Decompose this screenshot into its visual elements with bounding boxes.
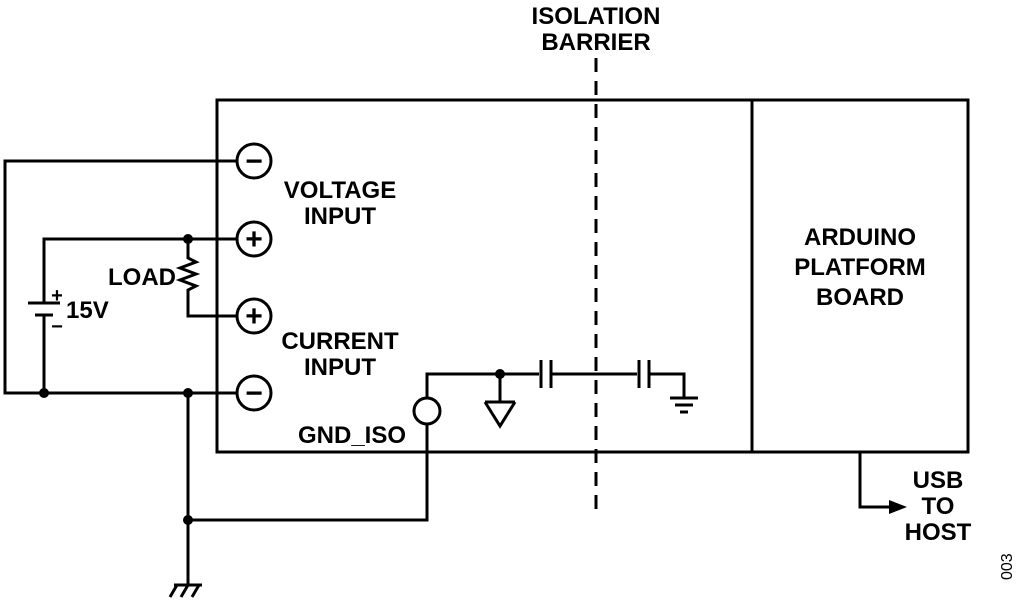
gnd-iso-label: GND_ISO — [298, 422, 406, 449]
svg-text:−: − — [245, 145, 263, 178]
battery-minus-label: − — [51, 316, 63, 338]
earth-ground-icon — [168, 583, 202, 598]
voltage-input-label-line2: INPUT — [304, 203, 376, 230]
current-pos-terminal: + — [235, 297, 273, 335]
battery-plus-label: + — [51, 285, 63, 307]
isolated-ground-icon — [483, 400, 517, 429]
chassis-ground-icon — [670, 396, 698, 414]
junction-dot — [495, 369, 505, 379]
arduino-label-line2: PLATFORM — [794, 254, 926, 281]
arduino-label-line3: BOARD — [816, 284, 904, 311]
voltage-input-label-line1: VOLTAGE — [284, 177, 396, 204]
chassis-ground-wire — [649, 372, 686, 398]
gnd-iso-terminal — [412, 396, 442, 426]
voltage-neg-terminal: − — [235, 142, 273, 180]
arduino-label-line1: ARDUINO — [804, 224, 916, 251]
battery-value-label: 15V — [66, 297, 109, 324]
top-rail-wire — [42, 237, 237, 303]
capacitor-left — [539, 360, 553, 388]
gnd-iso-link-wire — [188, 425, 429, 522]
barrier-label-line1: ISOLATION — [532, 3, 661, 30]
load-label: LOAD — [108, 264, 176, 291]
voltage-pos-terminal: + — [235, 220, 273, 258]
battery-15v — [28, 301, 60, 393]
junction-dot — [183, 515, 193, 525]
load-resistor — [175, 239, 237, 318]
svg-text:−: − — [245, 377, 263, 410]
gnd-iso-internal-wire — [425, 372, 539, 398]
usb-label-line1: USB — [913, 467, 964, 494]
junction-dot — [39, 388, 49, 398]
current-input-label-line1: CURRENT — [281, 328, 399, 355]
svg-text:+: + — [245, 300, 263, 333]
figure-number: 003 — [999, 553, 1016, 580]
current-input-label-line2: INPUT — [304, 354, 376, 381]
barrier-label-line2: BARRIER — [541, 29, 650, 56]
usb-label-line2: TO — [922, 493, 955, 520]
usb-wire — [858, 452, 890, 509]
svg-text:+: + — [245, 223, 263, 256]
usb-label-line3: HOST — [905, 519, 972, 546]
usb-arrow-icon — [889, 500, 907, 514]
junction-dot — [183, 388, 193, 398]
capacitor-right — [637, 360, 651, 388]
current-neg-terminal: − — [235, 374, 273, 412]
voltage-neg-wire — [3, 159, 237, 395]
junction-dot — [183, 234, 193, 244]
